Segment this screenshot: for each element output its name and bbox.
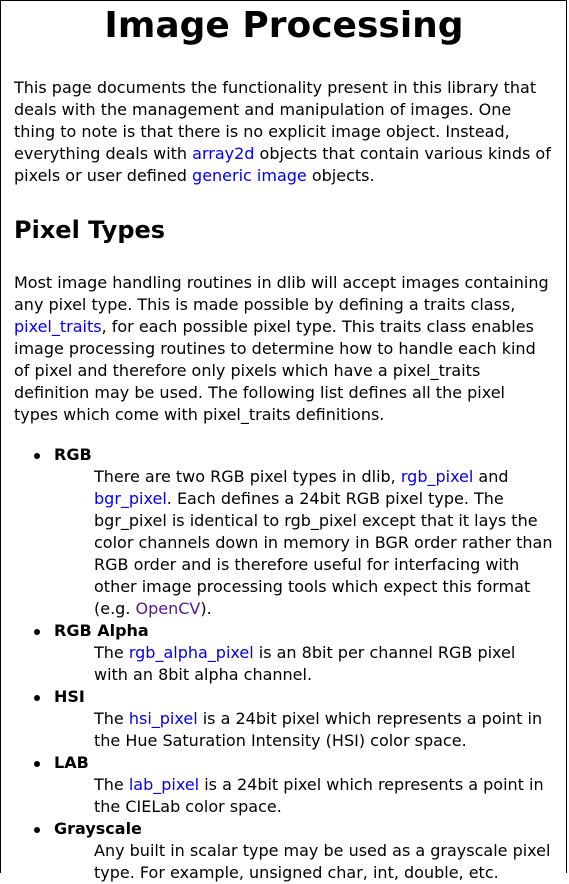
- desc-text: Any built in scalar type may be used as …: [94, 841, 551, 882]
- desc-text: ).: [200, 599, 212, 618]
- term-hsi: HSI: [54, 687, 85, 706]
- list-item-hsi: HSI The hsi_pixel is a 24bit pixel which…: [14, 686, 554, 752]
- rgb-alpha-pixel-link[interactable]: rgb_alpha_pixel: [128, 643, 254, 662]
- list-item-grayscale: Grayscale Any built in scalar type may b…: [14, 818, 554, 884]
- pixel-intro-text-1: Most image handling routines in dlib wil…: [14, 273, 549, 314]
- lab-pixel-link[interactable]: lab_pixel: [128, 775, 200, 794]
- page-title: Image Processing: [104, 5, 464, 46]
- bullet-icon: [34, 827, 40, 833]
- desc-text: is an 8bit per channel RGB pixel with an…: [94, 643, 516, 684]
- desc-rgb-alpha: The rgb_alpha_pixel is an 8bit per chann…: [54, 642, 554, 686]
- desc-text: . Each defines a 24bit RGB pixel type. T…: [94, 489, 553, 618]
- pixel-intro-text-2: , for each possible pixel type. This tra…: [14, 317, 536, 424]
- bgr-pixel-link[interactable]: bgr_pixel: [94, 489, 167, 508]
- opencv-link[interactable]: OpenCV: [135, 599, 201, 618]
- desc-text: The: [94, 775, 129, 794]
- desc-grayscale: Any built in scalar type may be used as …: [54, 840, 554, 884]
- intro-text-2: objects that contain various kinds of pi…: [14, 144, 551, 185]
- pixel-traits-link[interactable]: pixel_traits: [14, 317, 102, 336]
- desc-text: There are two RGB pixel types in dlib,: [94, 467, 401, 486]
- bullet-icon: [34, 695, 40, 701]
- desc-text: The: [94, 709, 129, 728]
- term-lab: LAB: [54, 753, 89, 772]
- list-item-lab: LAB The lab_pixel is a 24bit pixel which…: [14, 752, 554, 818]
- desc-hsi: The hsi_pixel is a 24bit pixel which rep…: [54, 708, 554, 752]
- desc-text: is a 24bit pixel which represents a poin…: [94, 709, 543, 750]
- list-item-rgb: RGB There are two RGB pixel types in dli…: [14, 444, 554, 620]
- pixel-types-paragraph: Most image handling routines in dlib wil…: [14, 272, 554, 426]
- desc-lab: The lab_pixel is a 24bit pixel which rep…: [54, 774, 554, 818]
- bullet-icon: [34, 761, 40, 767]
- intro-text-3: objects.: [306, 166, 375, 185]
- list-item-rgb-alpha: RGB Alpha The rgb_alpha_pixel is an 8bit…: [14, 620, 554, 686]
- array2d-link[interactable]: array2d: [192, 144, 255, 163]
- bullet-icon: [34, 629, 40, 635]
- bullet-icon: [34, 453, 40, 459]
- term-rgb: RGB: [54, 445, 92, 464]
- pixel-type-list: RGB There are two RGB pixel types in dli…: [14, 444, 554, 884]
- hsi-pixel-link[interactable]: hsi_pixel: [128, 709, 198, 728]
- section-heading-pixel-types: Pixel Types: [14, 216, 166, 244]
- intro-text-1: This page documents the functionality pr…: [14, 78, 537, 163]
- intro-paragraph: This page documents the functionality pr…: [14, 77, 554, 187]
- term-rgb-alpha: RGB Alpha: [54, 621, 149, 640]
- desc-text: and: [473, 467, 509, 486]
- main-content: Image Processing This page documents the…: [1, 1, 554, 884]
- generic-image-link[interactable]: generic image: [192, 166, 307, 185]
- desc-text: The: [94, 643, 129, 662]
- desc-text: is a 24bit pixel which represents a poin…: [94, 775, 544, 816]
- rgb-pixel-link[interactable]: rgb_pixel: [400, 467, 474, 486]
- desc-rgb: There are two RGB pixel types in dlib, r…: [54, 466, 554, 620]
- term-grayscale: Grayscale: [54, 819, 142, 838]
